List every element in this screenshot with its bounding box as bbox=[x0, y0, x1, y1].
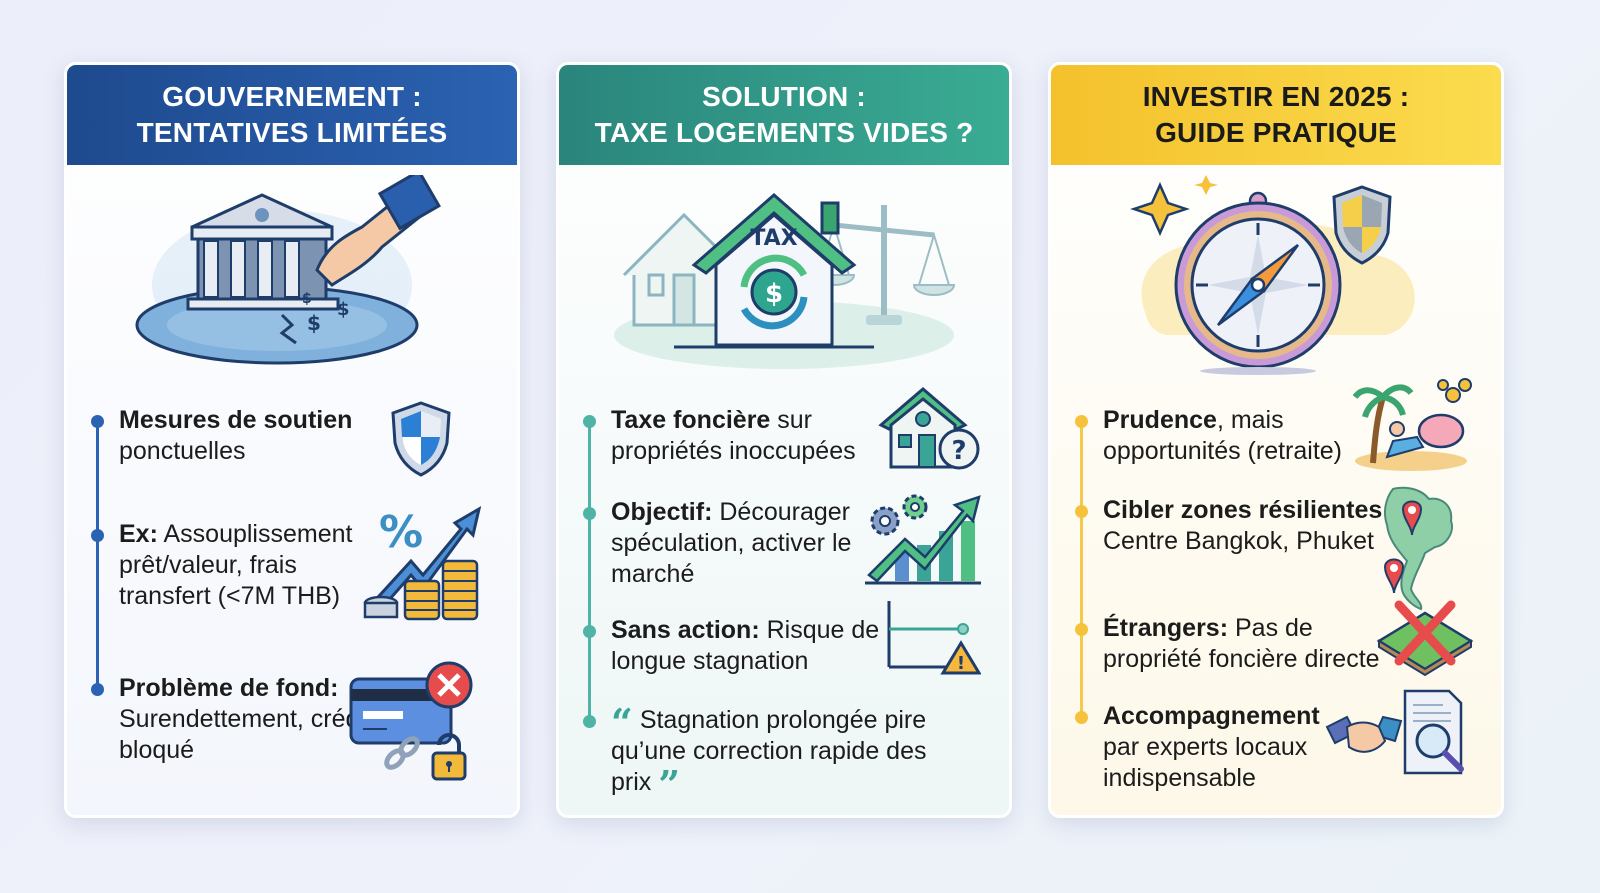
thailand-map-pins-icon bbox=[1379, 485, 1459, 618]
timeline-dot bbox=[1075, 623, 1088, 636]
svg-text:!: ! bbox=[957, 653, 965, 674]
timeline-dot bbox=[583, 415, 596, 428]
beach-retirement-piggybank-icon bbox=[1352, 377, 1473, 478]
land-crossed-icon bbox=[1375, 597, 1475, 682]
item-text: par experts locaux indispensable bbox=[1103, 733, 1308, 792]
svg-text:$: $ bbox=[302, 291, 312, 307]
item-text: sur propriétés inoccupées bbox=[611, 406, 856, 465]
item-text: Centre Bangkok, Phuket bbox=[1103, 527, 1374, 555]
item-text: Décourager spéculation, activer le march… bbox=[611, 498, 852, 588]
card-title-line2: TENTATIVES LIMITÉES bbox=[136, 117, 448, 148]
svg-text:$: $ bbox=[337, 299, 350, 320]
item-text: Assouplissement prêt/valeur, frais trans… bbox=[119, 520, 353, 610]
list-item: Mesures de soutien ponctuelles bbox=[91, 401, 505, 477]
list-item: Étrangers: Pas de propriété foncière dir… bbox=[1075, 600, 1489, 677]
card-title-line1: INVESTIR EN 2025 : bbox=[1142, 81, 1410, 112]
card-investir: INVESTIR EN 2025 : GUIDE PRATIQUE bbox=[1048, 62, 1504, 818]
timeline-dot bbox=[1075, 505, 1088, 518]
flat-line-warning-icon: ! bbox=[885, 599, 982, 680]
timeline-dot bbox=[91, 683, 104, 696]
handshake-document-icon bbox=[1325, 687, 1469, 782]
item-text: Pas de propriété foncière directe bbox=[1103, 614, 1380, 673]
quote-text: Stagnation prolongée pire qu’une correct… bbox=[611, 706, 927, 796]
timeline-dot bbox=[583, 507, 596, 520]
bank-sinking-in-water-icon: $ $ $ bbox=[67, 165, 517, 385]
timeline-dot bbox=[91, 415, 104, 428]
item-bold: Mesures de soutien bbox=[119, 406, 353, 434]
item-bold: Accompagnement bbox=[1103, 702, 1320, 730]
item-bold: Problème de fond: bbox=[119, 674, 339, 702]
list-item: Prudence, mais opportunités (retraite) bbox=[1075, 378, 1489, 471]
quote-open-icon: “ bbox=[611, 700, 633, 745]
item-text: Surendettement, crédit bloqué bbox=[119, 705, 372, 764]
item-bold: Étrangers: bbox=[1103, 614, 1229, 642]
compass-shield-icon bbox=[1051, 165, 1501, 385]
timeline-dot bbox=[583, 625, 596, 638]
quote-close-icon: ” bbox=[658, 762, 681, 807]
item-bold: Cibler zones résilientes: bbox=[1103, 496, 1391, 524]
item-bold: Objectif: bbox=[611, 498, 713, 526]
item-text: , mais opportunités (retraite) bbox=[1103, 406, 1343, 465]
card-gouvernement: GOUVERNEMENT : TENTATIVES LIMITÉES $ $ $ bbox=[64, 62, 520, 818]
item-bold: Sans action: bbox=[611, 616, 760, 644]
tax-house-scales-icon: TAX $ bbox=[559, 165, 1009, 385]
svg-text:$: $ bbox=[307, 311, 321, 335]
house-question-icon: ? bbox=[877, 383, 981, 478]
list-item: Accompagnement par experts locaux indisp… bbox=[1075, 689, 1489, 794]
card-title-line1: SOLUTION : bbox=[702, 81, 866, 112]
timeline-dot bbox=[1075, 711, 1088, 724]
svg-text:$: $ bbox=[765, 279, 783, 309]
list-item: Taxe foncière sur propriétés inoccupées … bbox=[583, 387, 997, 470]
timeline-line bbox=[1080, 423, 1083, 719]
timeline-line bbox=[588, 423, 591, 719]
gears-growth-chart-icon bbox=[865, 491, 981, 592]
svg-text:%: % bbox=[379, 507, 423, 558]
blocked-credit-card-icon bbox=[349, 659, 477, 788]
svg-text:TAX: TAX bbox=[750, 226, 797, 251]
card-title-line2: GUIDE PRATIQUE bbox=[1155, 117, 1397, 148]
card-solution: SOLUTION : TAXE LOGEMENTS VIDES ? TAX $ bbox=[556, 62, 1012, 818]
item-bold: Taxe foncière bbox=[611, 406, 771, 434]
card-header: INVESTIR EN 2025 : GUIDE PRATIQUE bbox=[1051, 65, 1501, 165]
list-item: Problème de fond: Surendettement, crédit… bbox=[91, 661, 505, 781]
shield-icon bbox=[387, 399, 455, 482]
card-header: GOUVERNEMENT : TENTATIVES LIMITÉES bbox=[67, 65, 517, 165]
timeline-dot bbox=[1075, 415, 1088, 428]
quote-item: “ Stagnation prolongée pire qu’une corre… bbox=[583, 704, 997, 804]
item-text: ponctuelles bbox=[119, 437, 246, 465]
timeline-dot bbox=[91, 529, 104, 542]
list-item: Cibler zones résilientes: Centre Bangkok… bbox=[1075, 486, 1489, 611]
list-item: Sans action: Risque de longue stagnation… bbox=[583, 601, 997, 677]
svg-text:?: ? bbox=[951, 436, 966, 466]
item-bold: Ex: bbox=[119, 520, 158, 548]
card-title-line2: TAXE LOGEMENTS VIDES ? bbox=[594, 117, 974, 148]
list-item: Objectif: Décourager spéculation, active… bbox=[583, 494, 997, 590]
list-item: Ex: Assouplissement prêt/valeur, frais t… bbox=[91, 505, 505, 621]
percent-growth-coins-icon: % bbox=[361, 499, 483, 630]
card-title-line1: GOUVERNEMENT : bbox=[162, 81, 422, 112]
item-text: Risque de longue stagnation bbox=[611, 616, 880, 675]
timeline-line bbox=[96, 423, 99, 689]
timeline-dot bbox=[583, 715, 596, 728]
card-header: SOLUTION : TAXE LOGEMENTS VIDES ? bbox=[559, 65, 1009, 165]
item-bold: Prudence bbox=[1103, 406, 1217, 434]
